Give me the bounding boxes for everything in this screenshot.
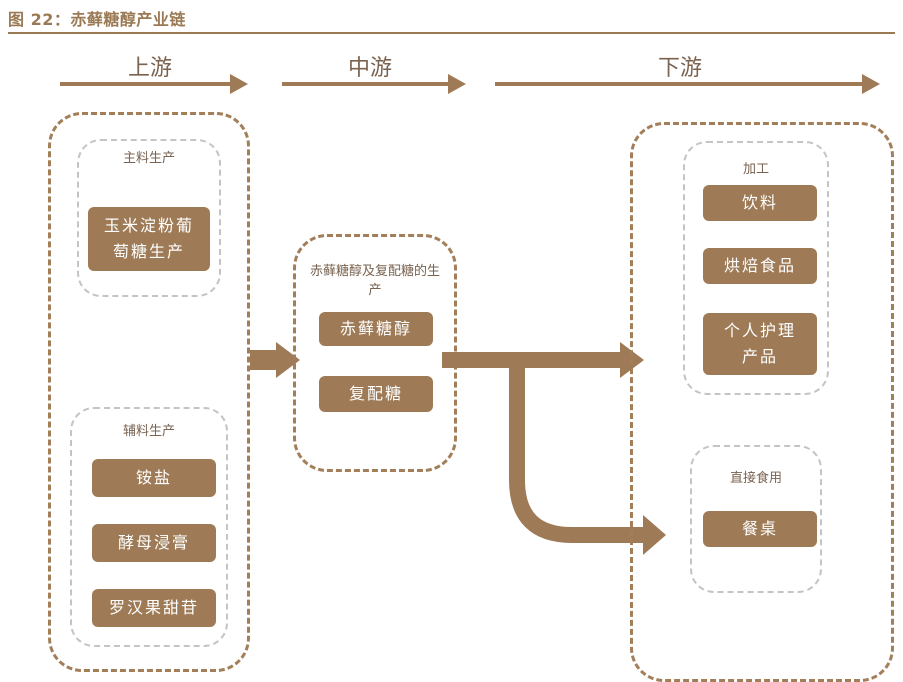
chip-yeast-extract: 酵母浸膏 [92, 524, 216, 562]
chip-ammonium-salt: 铵盐 [92, 459, 216, 497]
flow-arrow-mid-to-direct [509, 360, 666, 555]
chip-beverage: 饮料 [703, 185, 817, 221]
main-material-label: 主料生产 [122, 151, 175, 166]
chip-bakery: 烘焙食品 [703, 248, 817, 284]
stage-label-downstream: 下游 [657, 56, 702, 81]
flow-arrow-mid-to-processing [442, 352, 622, 368]
processing-label: 加工 [742, 162, 769, 177]
aux-material-label: 辅料生产 [122, 424, 175, 439]
direct-consumption-group [690, 445, 822, 593]
processing-group [683, 141, 829, 395]
main-material-group [77, 139, 221, 297]
chip-erythritol: 赤藓糖醇 [319, 312, 433, 346]
stage-arrow-midstream-head [448, 74, 466, 94]
flow-arrow-up-to-mid-head [276, 342, 300, 378]
stage-arrow-upstream-head [230, 74, 248, 94]
direct-consumption-label: 直接食用 [729, 471, 782, 486]
chip-personal-care: 个人护理产品 [703, 313, 817, 375]
stage-arrow-downstream-head [862, 74, 880, 94]
stage-label-upstream: 上游 [127, 56, 172, 81]
stage-label-midstream: 中游 [347, 56, 392, 81]
title-rule [8, 32, 895, 34]
chip-dining-table: 餐桌 [703, 511, 817, 547]
flow-arrow-up-to-mid [250, 350, 278, 370]
midstream-label: 赤藓糖醇及复配糖的生产 [310, 264, 441, 298]
stage-arrow-upstream [60, 82, 232, 86]
figure-title: 图 22：赤藓糖醇产业链 [8, 10, 186, 29]
stage-arrow-downstream [495, 82, 865, 86]
stage-arrow-midstream [282, 82, 450, 86]
chip-compound-sugar: 复配糖 [319, 376, 433, 412]
chip-mogroside: 罗汉果甜苷 [92, 589, 216, 627]
chip-corn-starch-glucose: 玉米淀粉葡萄糖生产 [88, 207, 210, 271]
